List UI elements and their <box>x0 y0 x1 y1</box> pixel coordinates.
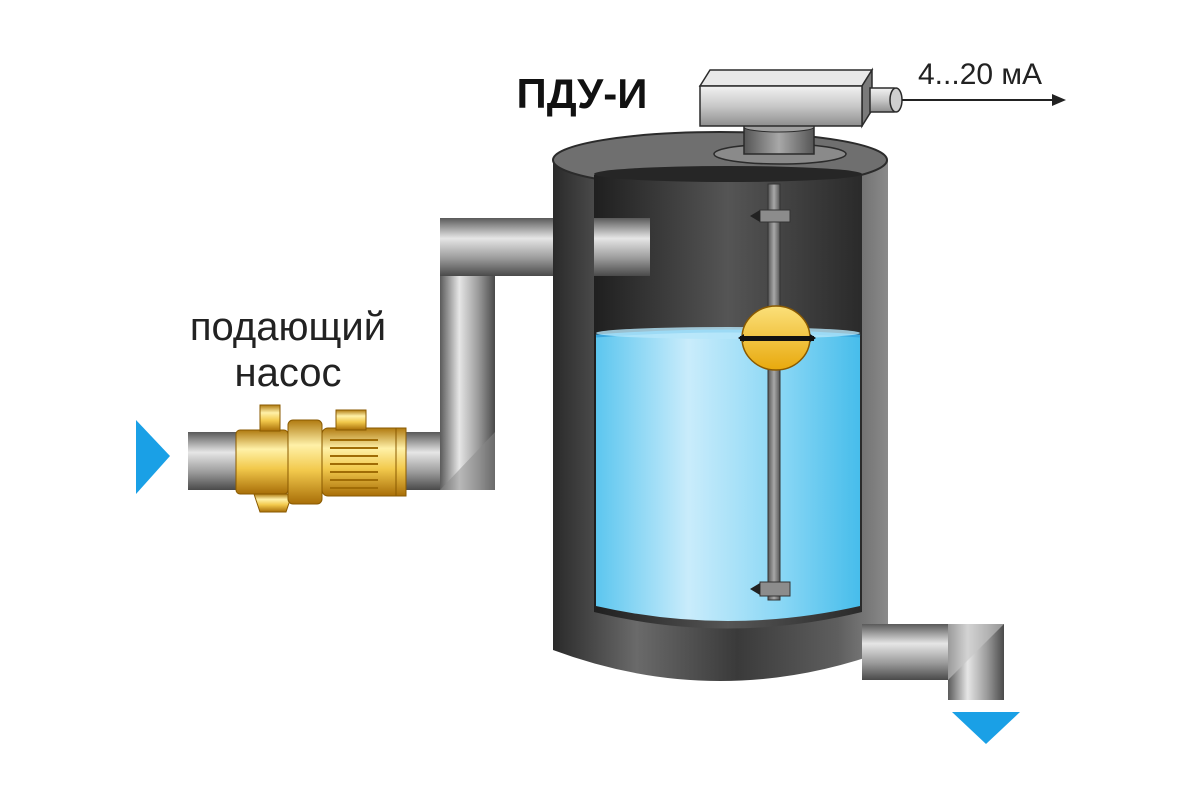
device-title: ПДУ-И <box>517 70 648 117</box>
signal-label: 4...20 мА <box>918 58 1042 91</box>
pump-label-line2: насос <box>234 351 341 395</box>
level-float <box>738 305 816 371</box>
sensor-rod <box>750 183 791 601</box>
arrow-right-icon <box>902 94 1066 106</box>
triangle-down-flow-icon <box>952 712 1020 744</box>
pump-label-line1: подающий <box>190 305 386 349</box>
water-volume <box>595 327 861 621</box>
tank-inlet-nozzle <box>594 218 650 276</box>
sensor-head <box>698 67 903 165</box>
outlet-pipe <box>862 624 1004 700</box>
triangle-right-flow-icon <box>136 420 170 494</box>
feed-pump <box>235 404 407 513</box>
